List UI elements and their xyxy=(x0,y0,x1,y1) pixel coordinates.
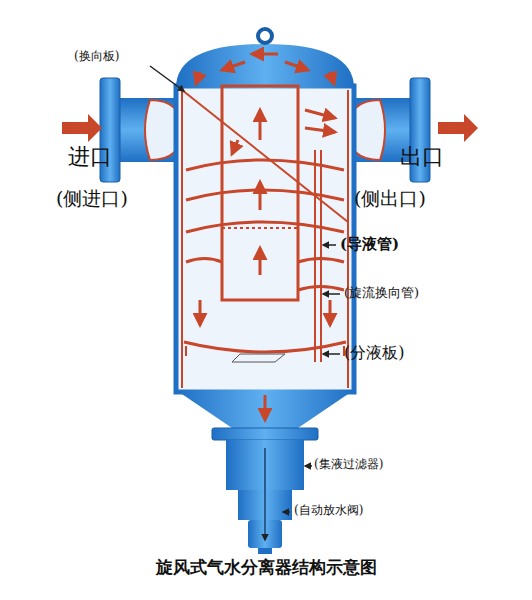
part-label: (旋流换向管) xyxy=(344,286,419,301)
vessel-body-piece xyxy=(258,29,272,43)
flow-arrows-piece xyxy=(264,395,267,420)
vessel-body-piece xyxy=(176,86,354,392)
vessel-body-piece xyxy=(176,44,354,88)
flow-arrows-piece xyxy=(305,110,335,118)
inlet-pipe xyxy=(100,78,182,182)
leader-lines xyxy=(150,66,340,512)
part-label: (分液板) xyxy=(344,344,404,362)
part-label: (导液管) xyxy=(340,236,399,253)
part-label: (自动放水阀) xyxy=(294,504,363,518)
leader-lines-piece xyxy=(283,511,290,513)
port-note: (侧进口) xyxy=(56,188,128,210)
internal-parts-piece xyxy=(314,150,316,362)
flow-arrows-piece xyxy=(252,53,278,56)
flow-arrows-piece xyxy=(232,140,238,154)
vessel-body xyxy=(176,29,354,554)
flow-arrows-piece xyxy=(438,114,478,142)
internal-parts xyxy=(182,86,348,388)
vessel-body-piece xyxy=(176,390,354,428)
leader-lines-piece xyxy=(305,465,312,467)
flow-arrows-piece xyxy=(222,62,245,70)
internal-parts-piece xyxy=(186,259,222,263)
vessel-body-piece xyxy=(258,548,272,554)
flow-arrows-piece xyxy=(305,128,335,132)
leader-lines-piece xyxy=(323,293,340,295)
flow-arrows-piece xyxy=(199,300,202,325)
flow-arrows-piece xyxy=(62,114,102,142)
flow-arrows-piece xyxy=(259,248,262,275)
part-label: (集液过滤器) xyxy=(314,458,383,472)
internal-parts-piece xyxy=(222,86,298,300)
leader-lines-piece xyxy=(323,244,336,246)
flow-arrows-piece xyxy=(259,110,262,140)
internal-parts-piece xyxy=(181,90,183,388)
internal-parts-piece xyxy=(232,354,285,362)
leader-lines-piece xyxy=(323,353,340,355)
flow-arrows-piece xyxy=(329,300,332,325)
flow-arrows-piece xyxy=(330,72,334,84)
flow-arrows-piece xyxy=(264,448,266,540)
flow-arrows-piece xyxy=(259,182,262,210)
part-label: (换向板) xyxy=(74,50,119,64)
figure-caption: 旋风式气水分离器结构示意图 xyxy=(0,558,532,578)
leader-lines-piece xyxy=(150,66,184,91)
port-note: (侧出口) xyxy=(354,188,426,210)
port-label: 进口 xyxy=(68,144,112,169)
flow-arrows-piece xyxy=(285,62,308,70)
flow-arrows-piece xyxy=(196,72,200,84)
internal-parts-piece xyxy=(222,227,298,229)
internal-parts-piece xyxy=(320,150,322,362)
flow-arrows xyxy=(62,54,478,540)
inlet-pipe-piece xyxy=(118,98,182,162)
internal-parts-piece xyxy=(182,90,348,222)
internal-parts-piece xyxy=(184,342,346,352)
port-label: 出口 xyxy=(400,144,444,169)
vessel-body-piece xyxy=(212,428,318,440)
